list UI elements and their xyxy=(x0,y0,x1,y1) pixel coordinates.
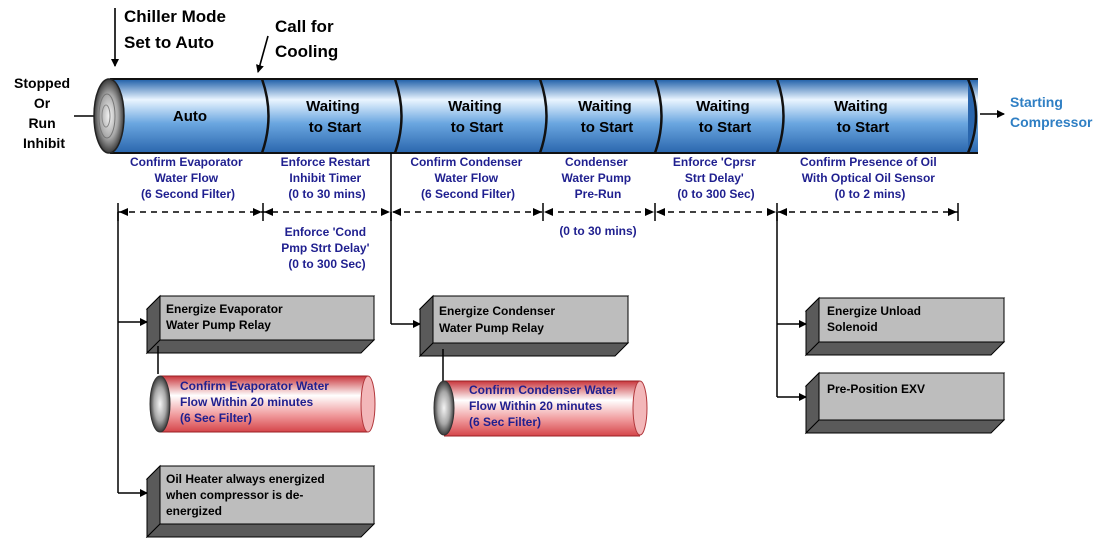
stage-divider xyxy=(538,78,548,154)
stage-label-waiting-3: Waiting to Start xyxy=(578,98,636,136)
chiller-mode-note: Chiller Mode Set to Auto xyxy=(124,7,231,52)
svg-text:Pre-Position EXV: Pre-Position EXV xyxy=(827,382,925,396)
note-confirm-cond-flow: Confirm Condenser Water Flow (6 Second F… xyxy=(410,155,525,201)
stage-label-waiting-1: Waiting to Start xyxy=(306,98,364,136)
branch-lines xyxy=(117,212,807,497)
note-cprsr-strt-delay: Enforce 'Cprsr Strt Delay' (0 to 300 Sec… xyxy=(673,155,759,201)
pipe-end-cap xyxy=(966,78,978,154)
stage-label-auto: Auto xyxy=(173,108,207,125)
call-for-cooling-arrow xyxy=(256,35,269,73)
stage-divider xyxy=(393,78,403,154)
end-state-label: Starting Compressor xyxy=(1010,94,1093,130)
stage-divider xyxy=(653,78,663,154)
note-cond-pump-delay: Enforce 'Cond Pmp Strt Delay' (0 to 300 … xyxy=(281,225,373,271)
cylinder-confirm-cond-flow: Confirm Condenser Water Flow Within 20 m… xyxy=(433,380,648,437)
svg-text:Energize Condenser Water: Energize Condenser Water Pump Relay xyxy=(439,304,558,335)
box-energize-evap-pump: Energize Evaporator Water Pump Relay xyxy=(145,294,376,355)
svg-text:Oil Heater always energized: Oil Heater always energized when compres… xyxy=(165,472,328,518)
main-pipe: Auto Waiting to Start Waiting to Start W… xyxy=(93,78,978,154)
stage-label-waiting-5: Waiting to Start xyxy=(834,98,892,136)
note-prerun-time: (0 to 30 mins) xyxy=(559,224,636,238)
call-for-cooling-note: Call for Cooling xyxy=(275,17,338,61)
stage-label-waiting-2: Waiting to Start xyxy=(448,98,506,136)
box-oil-heater: Oil Heater always energized when compres… xyxy=(145,464,376,538)
svg-text:Confirm Evaporator Water: Confirm Evaporator Water Flow Within 20 … xyxy=(180,379,332,425)
stage-divider xyxy=(775,78,785,154)
svg-text:Energize Unload Solenoid: Energize Unload Solenoid xyxy=(827,304,924,334)
box-pre-position-exv: Pre-Position EXV xyxy=(804,371,1006,435)
stage-label-waiting-4: Waiting to Start xyxy=(696,98,754,136)
box-energize-unload-solenoid: Energize Unload Solenoid xyxy=(804,296,1006,357)
box-energize-cond-pump: Energize Condenser Water Pump Relay xyxy=(418,294,630,358)
svg-text:Confirm Condenser Water: Confirm Condenser Water Flow Within 20 m… xyxy=(469,383,621,429)
start-state-label: Stopped Or Run Inhibit xyxy=(14,75,74,151)
note-restart-inhibit: Enforce Restart Inhibit Timer (0 to 30 m… xyxy=(281,155,374,201)
stage-divider xyxy=(260,78,270,154)
svg-text:Energize Evaporator Wate: Energize Evaporator Water Pump Relay xyxy=(166,302,286,332)
pipe-start-cap xyxy=(93,78,125,154)
note-pump-prerun: Condenser Water Pump Pre-Run xyxy=(562,155,635,201)
cylinder-confirm-evap-flow: Confirm Evaporator Water Flow Within 20 … xyxy=(149,375,376,433)
note-confirm-evap-flow: Confirm Evaporator Water Flow (6 Second … xyxy=(130,155,246,201)
note-oil-sensor: Confirm Presence of Oil With Optical Oil… xyxy=(800,155,940,201)
